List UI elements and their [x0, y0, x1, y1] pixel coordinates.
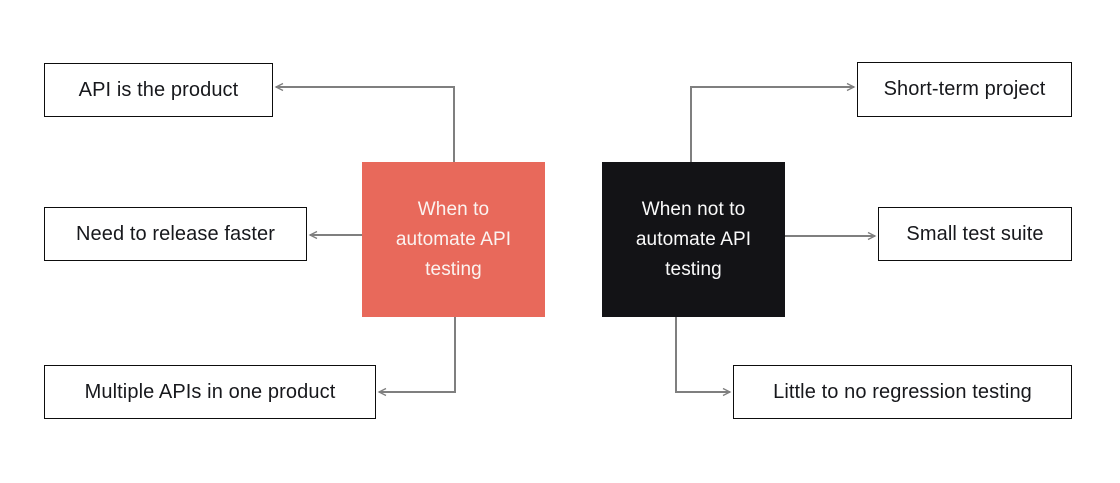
- reason-box-small-suite: Small test suite: [878, 207, 1072, 261]
- hub-when-to-automate: When to automate API testing: [362, 162, 545, 317]
- reason-label: Need to release faster: [76, 222, 275, 245]
- reason-box-little-regression: Little to no regression testing: [733, 365, 1072, 419]
- hub-label-line: When not to: [641, 198, 746, 220]
- reason-box-need-release: Need to release faster: [44, 207, 307, 261]
- hub-label-line: testing: [665, 258, 722, 280]
- hub-when-not-to-automate: When not to automate API testing: [602, 162, 785, 317]
- reason-label: Short-term project: [883, 78, 1046, 100]
- reason-label: API is the product: [78, 78, 239, 101]
- reason-box-short-term: Short-term project: [857, 62, 1072, 117]
- hub-label-line: automate API: [635, 228, 752, 250]
- reason-label: Small test suite: [906, 222, 1044, 245]
- connector-when-not-to-short-term: [690, 82, 856, 162]
- reason-box-api-product: API is the product: [44, 63, 273, 117]
- reason-box-multiple-apis: Multiple APIs in one product: [44, 365, 376, 419]
- reason-label: Little to no regression testing: [773, 380, 1032, 403]
- connector-when-to-api-product: [274, 82, 455, 162]
- hub-label-line: testing: [425, 258, 482, 280]
- hub-label-line: automate API: [395, 228, 512, 250]
- reason-label: Multiple APIs in one product: [84, 380, 336, 403]
- connector-when-to-multiple-apis: [377, 317, 456, 397]
- connector-when-not-to-little-regression: [675, 317, 732, 397]
- hub-label-line: When to: [417, 198, 490, 220]
